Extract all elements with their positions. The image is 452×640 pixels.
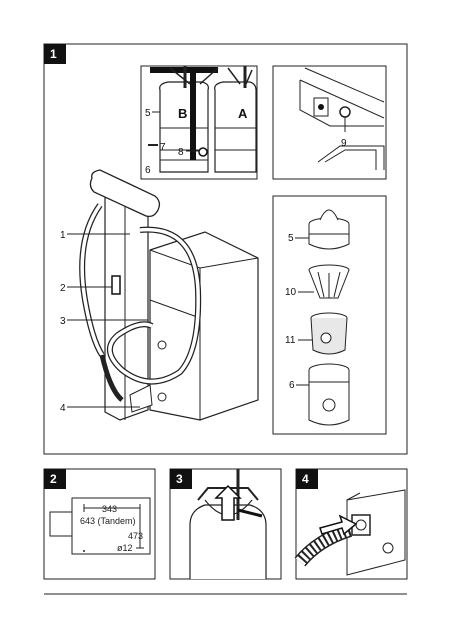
figure-1: 1 B A 5 7 [43, 43, 408, 455]
svg-text:1: 1 [50, 47, 57, 61]
tank-label-b: B [178, 106, 187, 121]
vacuum-unit-drawing: 1 2 3 4 [60, 169, 259, 421]
figure-4: 4 [294, 468, 408, 580]
callout-11: 11 [285, 335, 296, 346]
figure-1-badge: 1 [44, 44, 66, 64]
dimension-width: 343 [102, 504, 117, 514]
callout-5-tanks: 5 [145, 108, 151, 119]
callout-9: 9 [341, 138, 347, 149]
figure-2: 2 343 643 (Tandem) 473 ø12 [43, 468, 156, 580]
svg-text:4: 4 [302, 472, 309, 486]
callout-3: 3 [60, 316, 66, 327]
callout-5-parts: 5 [288, 233, 294, 244]
tank-label-a: A [238, 106, 248, 121]
callout-1: 1 [60, 230, 66, 241]
callout-6-parts: 6 [289, 380, 295, 391]
callout-2: 2 [60, 283, 66, 294]
dimension-height: 473 [128, 531, 143, 541]
callout-10: 10 [285, 287, 297, 298]
hose-connection-drawing [294, 489, 406, 576]
tank-removal-drawing [189, 469, 267, 579]
svg-text:3: 3 [176, 472, 183, 486]
callout-6-tanks: 6 [145, 165, 151, 176]
callout-7: 7 [160, 142, 166, 153]
dimension-hole: ø12 [117, 543, 133, 553]
mounting-template-drawing: 343 643 (Tandem) 473 ø12 [49, 497, 151, 555]
filter-parts-inset: 5 10 11 6 [272, 195, 387, 435]
svg-text:2: 2 [50, 472, 57, 486]
mounting-inset: 9 [272, 65, 387, 180]
figure-4-badge: 4 [296, 469, 318, 489]
tanks-inset: B A 5 7 8 6 [140, 65, 258, 180]
callout-8: 8 [178, 147, 184, 158]
dimension-width-tandem: 643 (Tandem) [80, 516, 136, 526]
figure-3: 3 [169, 468, 282, 580]
figure-2-badge: 2 [44, 469, 66, 489]
figure-3-badge: 3 [170, 469, 192, 489]
callout-4: 4 [60, 403, 66, 414]
